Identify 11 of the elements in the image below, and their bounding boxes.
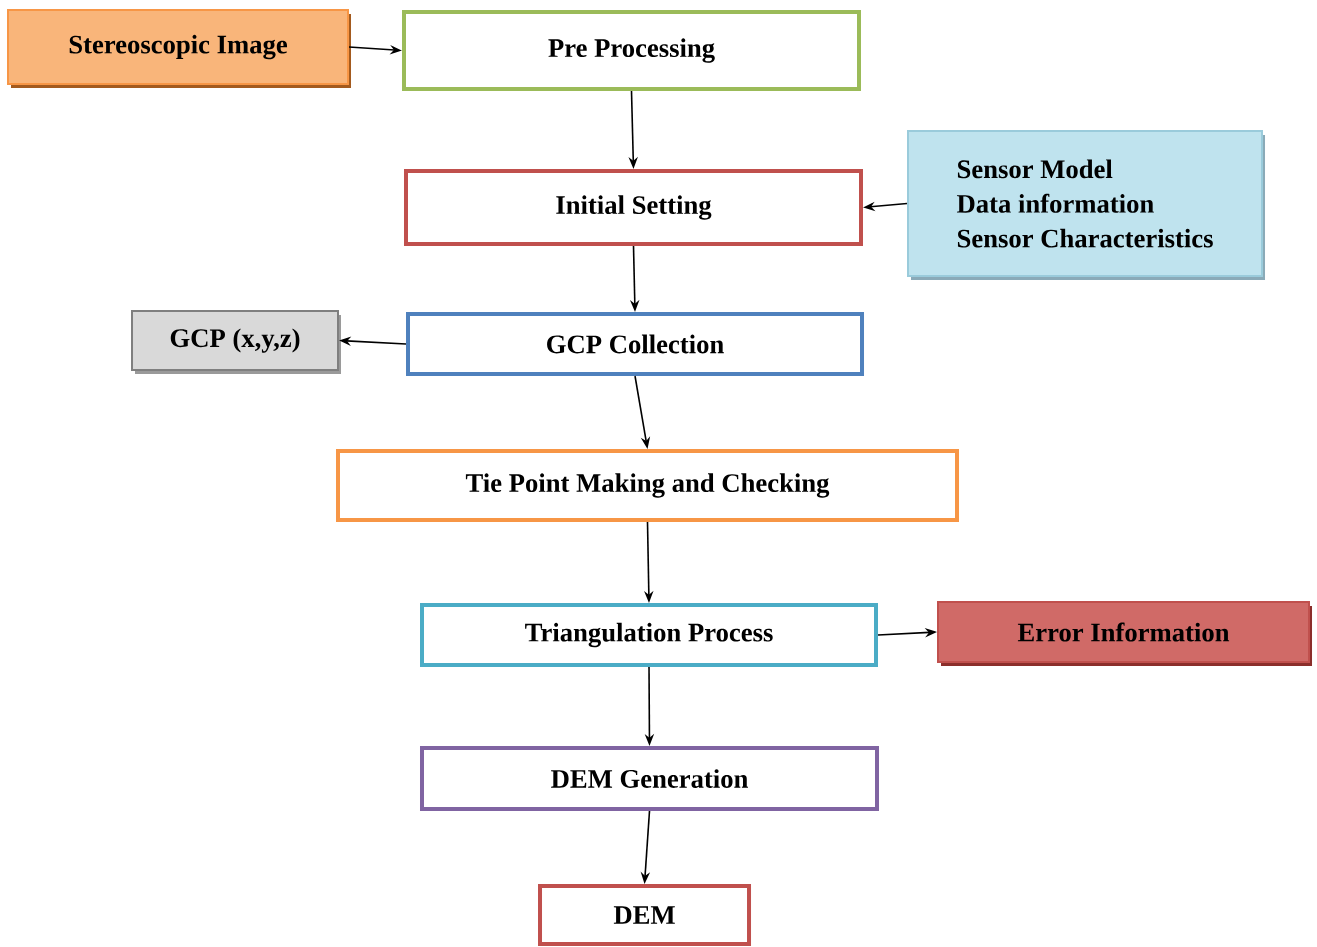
process-box: GCP Collection bbox=[406, 312, 864, 376]
output-box: GCP (x,y,z) bbox=[131, 310, 341, 374]
process-box: DEM Generation bbox=[420, 746, 879, 811]
output-box: Error Information bbox=[937, 601, 1312, 666]
process-box: Initial Setting bbox=[404, 169, 863, 246]
process-box: Pre Processing bbox=[402, 10, 861, 91]
input-box: Sensor Model Data information Sensor Characteristics bbox=[907, 130, 1265, 280]
process-box: Tie Point Making and Checking bbox=[336, 449, 959, 522]
process-box: DEM bbox=[538, 884, 751, 946]
input-box: Stereoscopic Image bbox=[7, 9, 351, 88]
process-box: Triangulation Process bbox=[420, 603, 878, 667]
